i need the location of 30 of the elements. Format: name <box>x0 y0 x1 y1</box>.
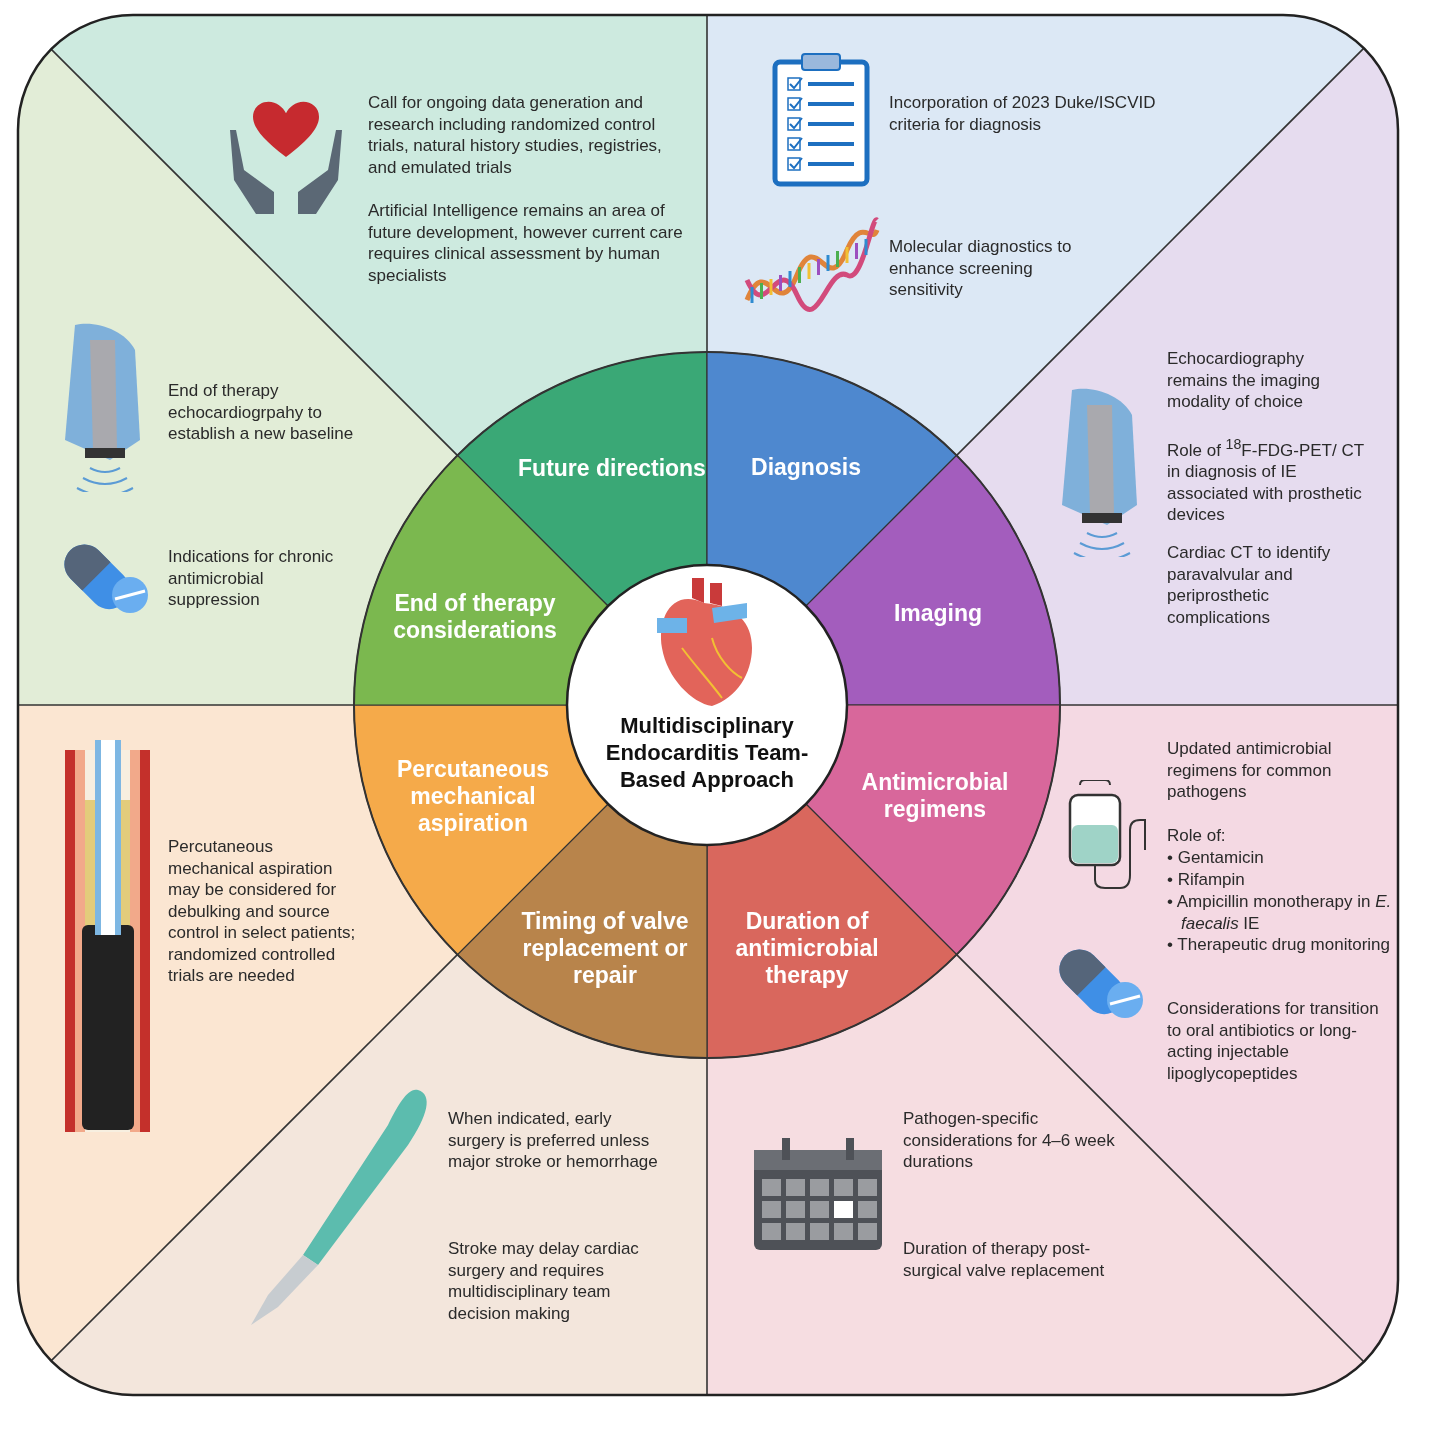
note-text: Role of $^{18}$F-FDG-PET/ CT in diagnosis of IE associated with prosthetic devices <box>1167 435 1365 526</box>
note-text: Call for ongoing data generation and research including randomized control trials, natural history studies, registries, and emulated trials <box>368 92 663 178</box>
note-text: Percutaneous mechanical aspiration may be considered for debulking and source control in select patients; randomized controlled trials are needed <box>168 836 357 987</box>
note-text: • Ampicillin monotherapy in E. faecalis IE <box>1167 891 1393 934</box>
segment-label: Timing of valve replacement or repair <box>520 907 690 989</box>
note-text: Artificial Intelligence remains an area of future development, however current care requires clinical assessment by human specialists <box>368 200 684 286</box>
note-text: Role of: <box>1167 825 1227 847</box>
note-text: Echocardiography remains the imaging modality of choice <box>1167 348 1322 413</box>
note-text: Indications for chronic antimicrobial suppression <box>168 546 335 611</box>
note-text: • Gentamicin <box>1167 847 1265 869</box>
note-text: Updated antimicrobial regimens for common pathogens <box>1167 738 1333 803</box>
note-text: Duration of therapy post-surgical valve replacement <box>903 1238 1106 1281</box>
note-text: When indicated, early surgery is preferred unless major stroke or hemorrhage <box>448 1108 658 1173</box>
segment-label: End of therapy considerations <box>392 590 558 644</box>
note-text: Cardiac CT to identify paravalvular and periprosthetic complications <box>1167 542 1332 628</box>
note-text: End of therapy echocardiogrpahy to establish a new baseline <box>168 380 355 445</box>
note-text: Considerations for transition to oral antibiotics or long-acting injectable lipoglycopeptides <box>1167 998 1380 1084</box>
note-text: Pathogen-specific considerations for 4–6 week durations <box>903 1108 1116 1173</box>
segment-label: Diagnosis <box>751 453 861 481</box>
note-text: Molecular diagnostics to enhance screening sensitivity <box>889 236 1073 301</box>
note-text: • Therapeutic drug monitoring <box>1167 934 1391 956</box>
segment-label: Percutaneous mechanical aspiration <box>395 755 551 837</box>
center-title: Multidisciplinary Endocarditis Team-Based Approach <box>604 712 810 793</box>
segment-label: Future directions <box>518 454 706 482</box>
segment-label: Antimicrobial regimens <box>860 769 1010 823</box>
note-text: • Rifampin <box>1167 869 1246 891</box>
note-text: Stroke may delay cardiac surgery and requires multidisciplinary team decision making <box>448 1238 640 1324</box>
segment-label: Imaging <box>893 599 983 627</box>
segment-label: Duration of antimicrobial therapy <box>734 907 880 989</box>
note-text: Incorporation of 2023 Duke/ISCVID criteria for diagnosis <box>889 92 1157 135</box>
